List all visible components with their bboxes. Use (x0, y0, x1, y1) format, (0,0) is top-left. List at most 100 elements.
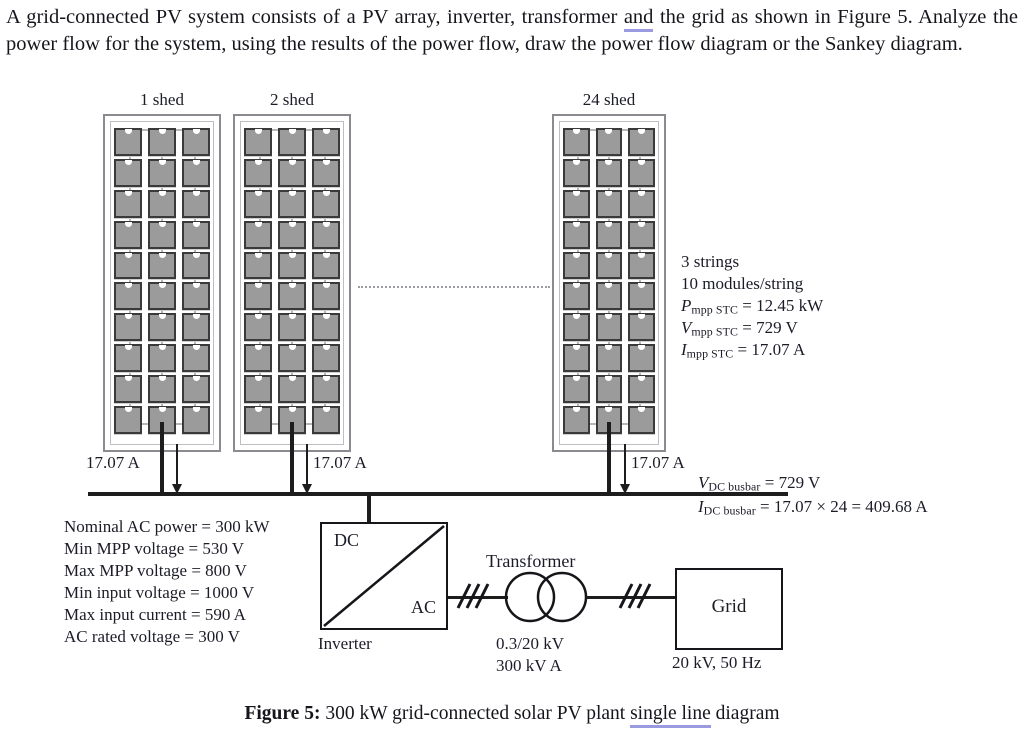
pv-module (595, 375, 623, 404)
pv-module (114, 128, 142, 156)
pv-module (563, 220, 590, 249)
pv-module (595, 189, 623, 218)
pv-module (244, 251, 272, 280)
caption-text-b: diagram (710, 703, 780, 724)
dc-busbar (88, 492, 788, 496)
pv-module (278, 251, 306, 280)
array-spec-vmpp: Vmpp STC = 729 V (681, 317, 798, 340)
shed-continuation-dots (358, 286, 550, 288)
shed-label-1: 1 shed (140, 90, 184, 109)
pv-module (114, 282, 142, 311)
pv-module (182, 251, 210, 280)
transformer-title: Transformer (486, 551, 576, 571)
ac-line-inverter-to-transformer (448, 596, 508, 599)
pv-module (563, 158, 590, 187)
shed-1-current-label: 17.07 A (86, 453, 140, 472)
pmpp-value: = 12.45 kW (738, 296, 824, 315)
pv-module (244, 282, 272, 311)
pv-module (278, 128, 306, 156)
impp-subscript: mpp STC (686, 346, 734, 361)
pv-module (312, 189, 340, 218)
shed-24-feeder (607, 422, 611, 494)
string-wire-2 (291, 136, 293, 424)
busbar-to-inverter-link (367, 492, 371, 522)
pv-module (148, 220, 176, 249)
pv-shed-1 (103, 114, 221, 452)
pv-module (114, 406, 142, 434)
string-wire-1 (259, 136, 261, 424)
pv-module (278, 189, 306, 218)
shed-1-arrow-shaft (176, 444, 178, 486)
pv-module (278, 375, 306, 404)
pv-module (595, 313, 623, 342)
pv-module (182, 344, 210, 373)
array-spec-pmpp: Pmpp STC = 12.45 kW (681, 295, 823, 318)
shed-2-current-label: 17.07 A (313, 453, 367, 472)
question-underlined-word: and (623, 6, 654, 32)
circuit-breaker-icon-1 (456, 583, 490, 609)
line-transformer-to-grid (586, 596, 678, 599)
string-wire-3 (639, 136, 641, 424)
impp-symbol: I (681, 340, 687, 359)
transformer-rating: 300 kV A (496, 656, 562, 675)
pv-module (628, 375, 655, 404)
module-grid-2 (244, 128, 340, 434)
pv-module (244, 375, 272, 404)
pv-module (148, 251, 176, 280)
pv-module (312, 220, 340, 249)
pmpp-symbol: P (681, 296, 692, 315)
pv-module (595, 251, 623, 280)
pv-module (244, 313, 272, 342)
question-text-part-1: A grid-connected PV system consists of a… (6, 6, 624, 28)
pv-module (182, 158, 210, 187)
pv-module (148, 158, 176, 187)
transformer-ratio: 0.3/20 kV (496, 634, 564, 653)
pv-module (182, 313, 210, 342)
inverter-ac-label: AC (410, 597, 436, 617)
shed-24-current-label: 17.07 A (631, 453, 685, 472)
pv-module (182, 375, 210, 404)
inverter-dc-label: DC (334, 530, 360, 550)
question-paragraph: A grid-connected PV system consists of a… (6, 4, 1018, 59)
string-wire-3 (324, 136, 326, 424)
pv-module (312, 128, 340, 156)
shed-2-arrow-head (302, 484, 312, 494)
impp-value: = 17.07 A (733, 340, 806, 359)
string-wire-2 (608, 136, 610, 424)
pv-module (114, 375, 142, 404)
pv-module (595, 282, 623, 311)
pv-module (148, 189, 176, 218)
pv-module (563, 313, 590, 342)
pv-module (278, 158, 306, 187)
array-spec-modules: 10 modules/string (681, 274, 804, 293)
pv-module (312, 375, 340, 404)
pv-module (563, 128, 590, 156)
vdc-value: = 729 V (760, 473, 821, 492)
pv-module (563, 189, 590, 218)
pv-module (595, 220, 623, 249)
pv-module (278, 282, 306, 311)
pv-shed-2 (233, 114, 351, 452)
pv-module (278, 344, 306, 373)
pv-module (595, 344, 623, 373)
array-spec-strings: 3 strings (681, 252, 740, 271)
pv-module (595, 158, 623, 187)
pv-shed-24 (552, 114, 666, 452)
pv-module (244, 158, 272, 187)
pv-module (244, 406, 272, 434)
pv-module (244, 344, 272, 373)
pv-module (628, 282, 655, 311)
pv-module (244, 189, 272, 218)
pv-module (312, 313, 340, 342)
pv-module (278, 313, 306, 342)
inverter-spec-item: Nominal AC power = 300 kW (64, 517, 270, 536)
figure-single-line-diagram: 1 shed 2 shed 24 shed 17.07 A 17.07 A (0, 88, 1024, 698)
pv-module (148, 344, 176, 373)
busbar-current-label: IDC busbar = 17.07 × 24 = 409.68 A (698, 496, 928, 519)
pv-module (312, 251, 340, 280)
pv-module (628, 128, 655, 156)
pv-module (114, 251, 142, 280)
string-wire-1 (577, 136, 579, 424)
pv-module (114, 158, 142, 187)
busbar-voltage-label: VDC busbar = 729 V (698, 472, 820, 495)
